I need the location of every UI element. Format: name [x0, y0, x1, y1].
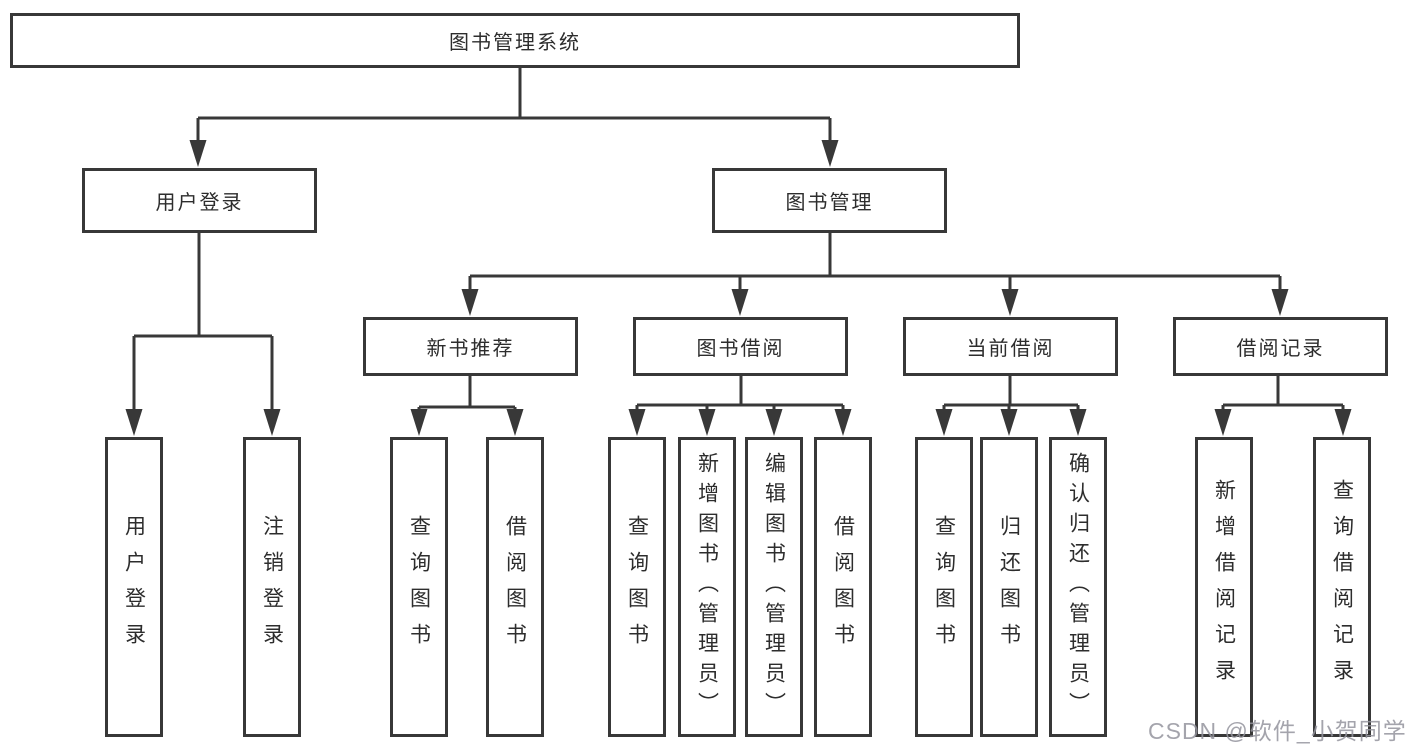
- leaf-label: 借阅图书: [831, 515, 855, 659]
- node-user-login: 用户登录: [82, 168, 317, 233]
- leaf-borrow-books: 借阅图书: [486, 437, 544, 737]
- leaf-label: 归还图书: [997, 515, 1021, 659]
- node-book-borrowing: 图书借阅: [633, 317, 848, 376]
- leaf-label: 借阅图书: [503, 515, 527, 659]
- node-label: 新书推荐: [426, 338, 515, 360]
- node-book-management: 图书管理: [712, 168, 947, 233]
- leaf-add-book-admin: 新增图书（管理员）: [678, 437, 736, 737]
- node-label: 图书借阅: [696, 338, 785, 360]
- leaf-label: 查询图书: [625, 515, 649, 659]
- leaf-label: 编辑图书（管理员）: [762, 452, 786, 722]
- node-label: 借阅记录: [1236, 338, 1325, 360]
- leaf-query-books-2: 查询图书: [608, 437, 666, 737]
- leaf-query-books: 查询图书: [390, 437, 448, 737]
- node-root-library-system: 图书管理系统: [10, 13, 1020, 68]
- leaf-label: 查询图书: [932, 515, 956, 659]
- node-label: 当前借阅: [966, 338, 1055, 360]
- leaf-return-books: 归还图书: [980, 437, 1038, 737]
- node-label: 图书管理: [785, 192, 874, 214]
- leaf-query-borrow-record: 查询借阅记录: [1313, 437, 1371, 737]
- leaf-label: 查询图书: [407, 515, 431, 659]
- leaf-edit-book-admin: 编辑图书（管理员）: [745, 437, 803, 737]
- leaf-label: 确认归还（管理员）: [1066, 452, 1090, 722]
- leaf-label: 查询借阅记录: [1330, 479, 1354, 695]
- leaf-borrow-books-2: 借阅图书: [814, 437, 872, 737]
- csdn-watermark: CSDN @软件_小贺同学: [1148, 718, 1405, 744]
- leaf-confirm-return-admin: 确认归还（管理员）: [1049, 437, 1107, 737]
- leaf-label: 新增图书（管理员）: [695, 452, 719, 722]
- leaf-user-login: 用户登录: [105, 437, 163, 737]
- node-current-borrowing: 当前借阅: [903, 317, 1118, 376]
- node-label: 用户登录: [155, 192, 244, 214]
- leaf-label: 新增借阅记录: [1212, 479, 1236, 695]
- leaf-label: 用户登录: [122, 515, 146, 659]
- leaf-add-borrow-record: 新增借阅记录: [1195, 437, 1253, 737]
- leaf-logout: 注销登录: [243, 437, 301, 737]
- leaf-query-books-3: 查询图书: [915, 437, 973, 737]
- leaf-label: 注销登录: [260, 515, 284, 659]
- node-borrowing-records: 借阅记录: [1173, 317, 1388, 376]
- node-label: 图书管理系统: [449, 32, 581, 54]
- node-new-book-recommend: 新书推荐: [363, 317, 578, 376]
